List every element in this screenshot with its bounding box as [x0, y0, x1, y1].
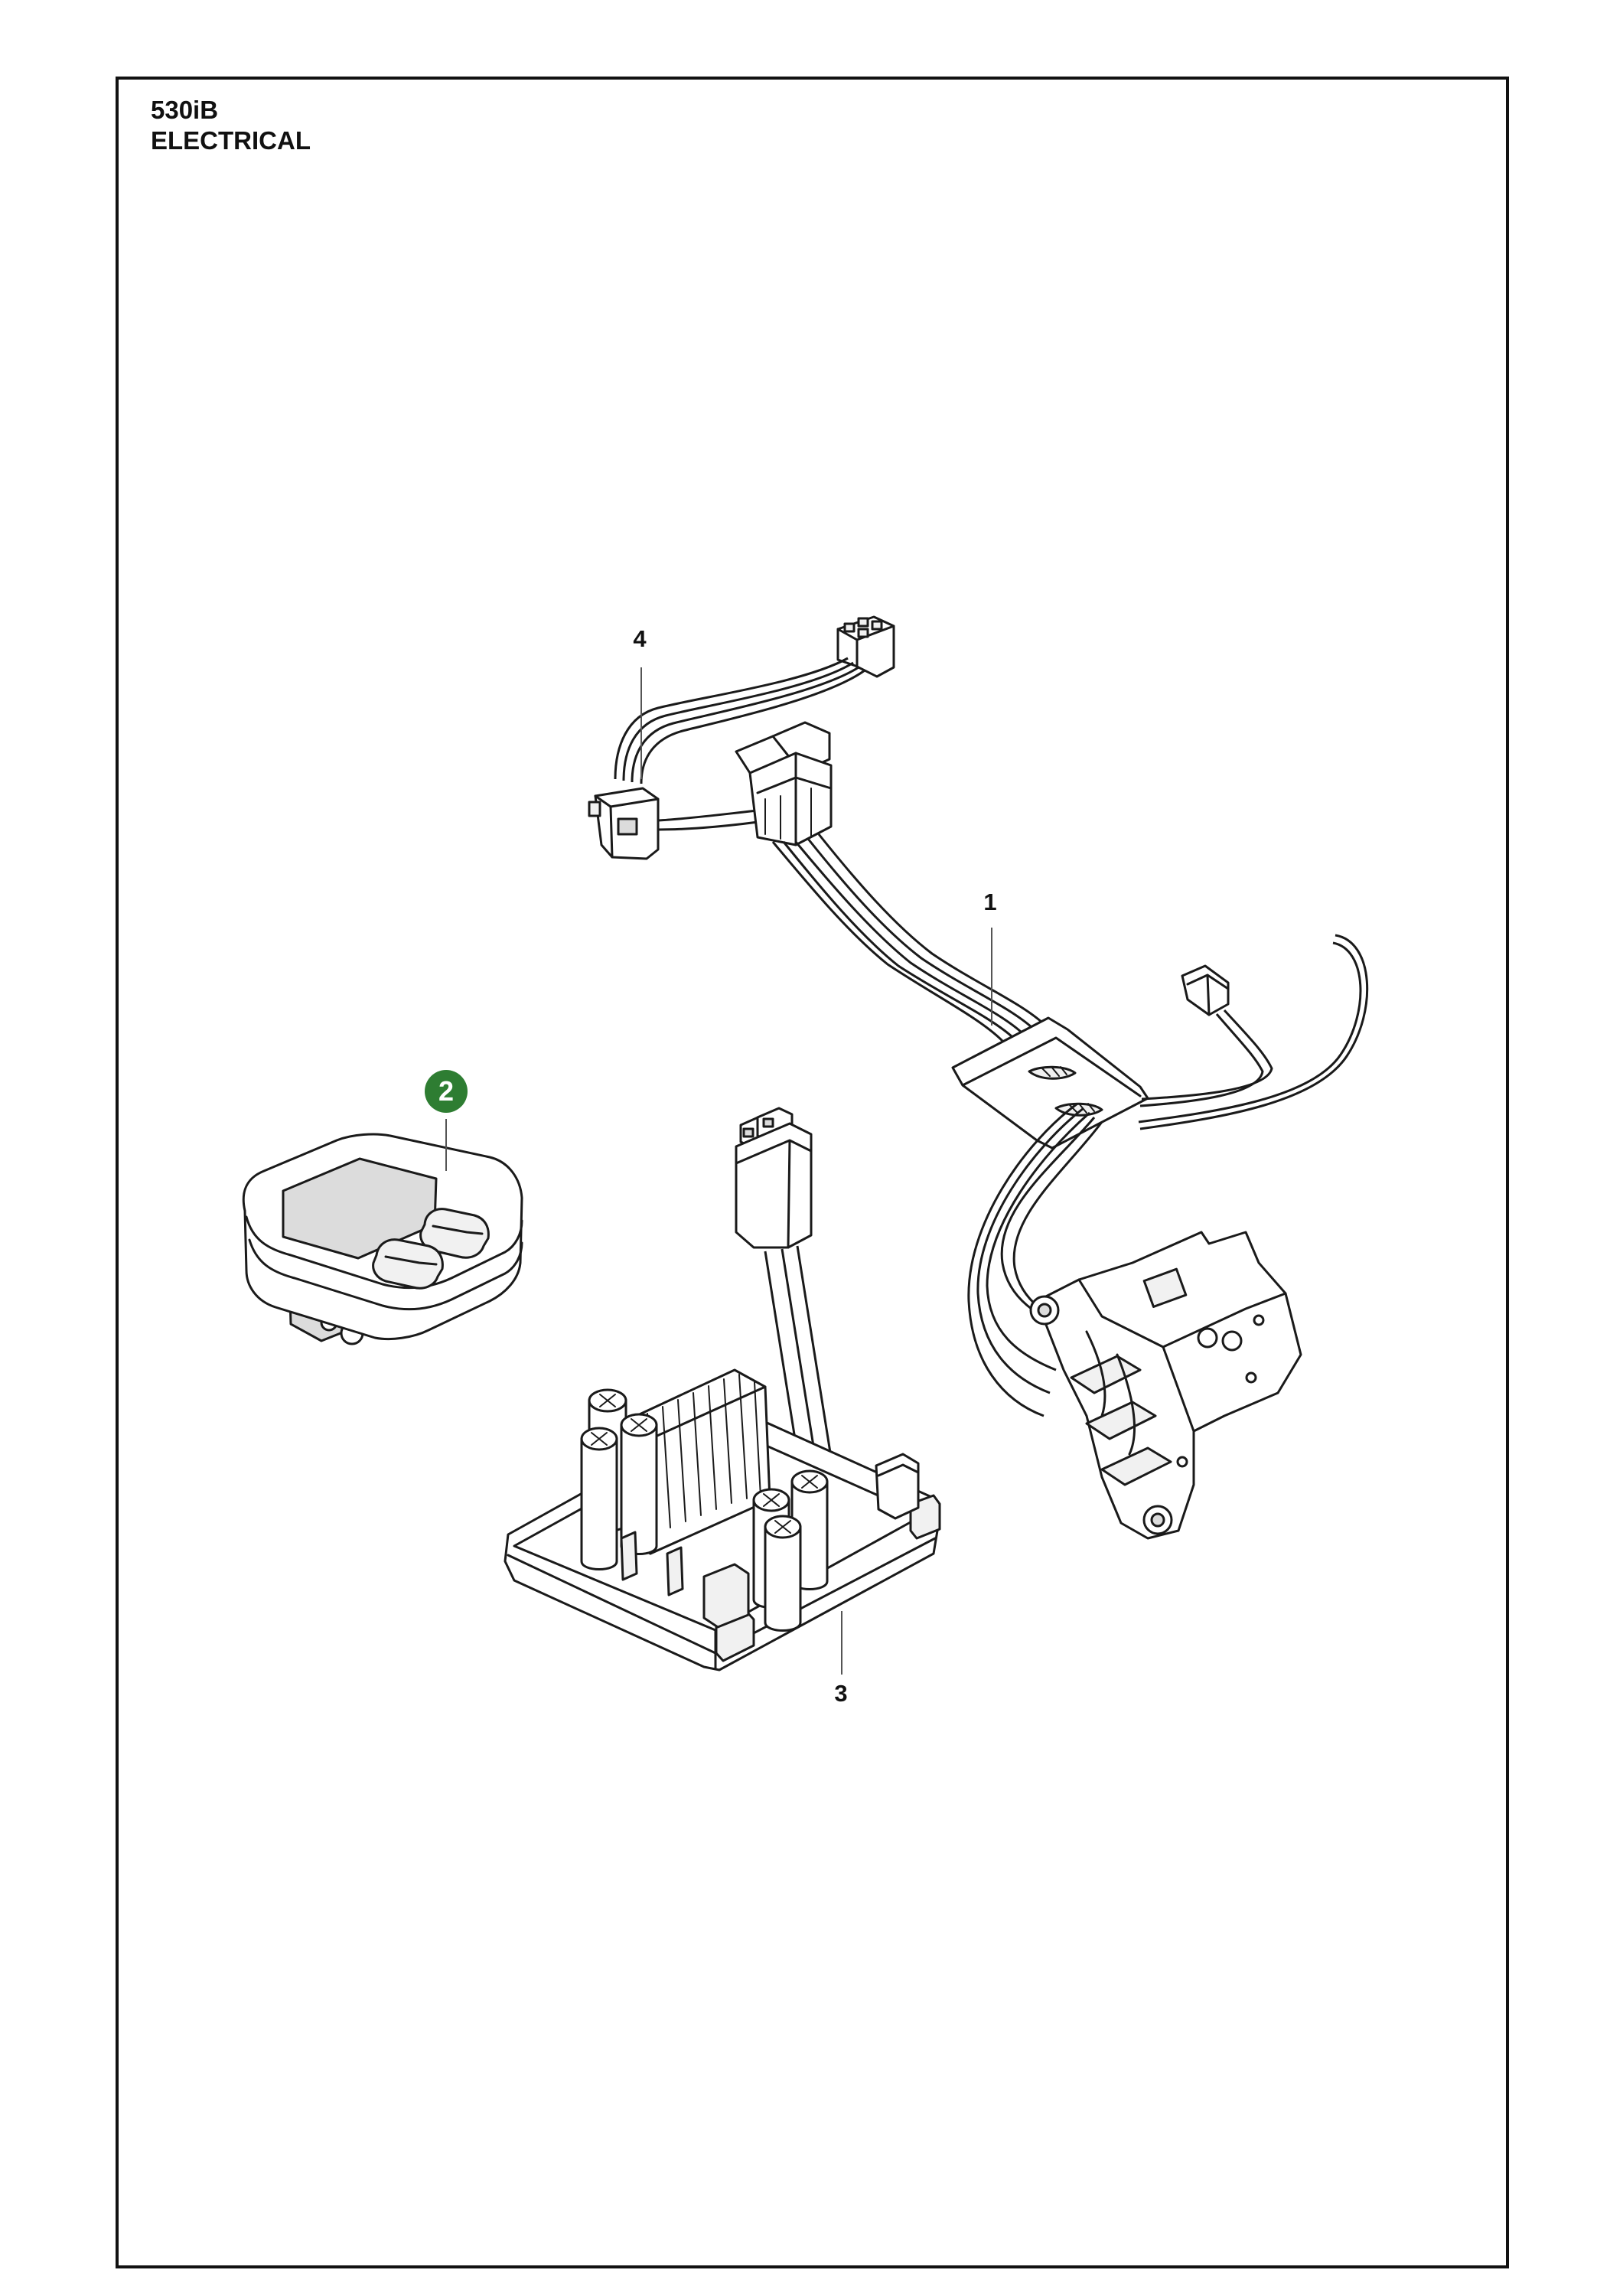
- capacitor-group-left[interactable]: [580, 1388, 658, 1570]
- harness-left-connector[interactable]: [588, 787, 660, 860]
- capacitor-group-right[interactable]: [752, 1469, 829, 1632]
- battery-terminal-block[interactable]: [1029, 1231, 1302, 1540]
- callout-2-label: 2: [438, 1075, 455, 1107]
- control-module[interactable]: [504, 1107, 941, 1671]
- callout-1[interactable]: 1: [983, 889, 997, 915]
- callout-2-badge[interactable]: 2: [425, 1070, 468, 1113]
- model-title: 530iB: [151, 96, 219, 124]
- page-frame: [116, 77, 1509, 2268]
- wiring-harness[interactable]: [588, 615, 1369, 1540]
- harness-main-connector[interactable]: [735, 721, 833, 846]
- control-keypad[interactable]: [242, 1133, 523, 1345]
- harness-small-plug[interactable]: [1181, 964, 1230, 1016]
- callout-4[interactable]: 4: [633, 625, 647, 652]
- section-title: ELECTRICAL: [151, 126, 311, 155]
- callout-3[interactable]: 3: [834, 1680, 848, 1707]
